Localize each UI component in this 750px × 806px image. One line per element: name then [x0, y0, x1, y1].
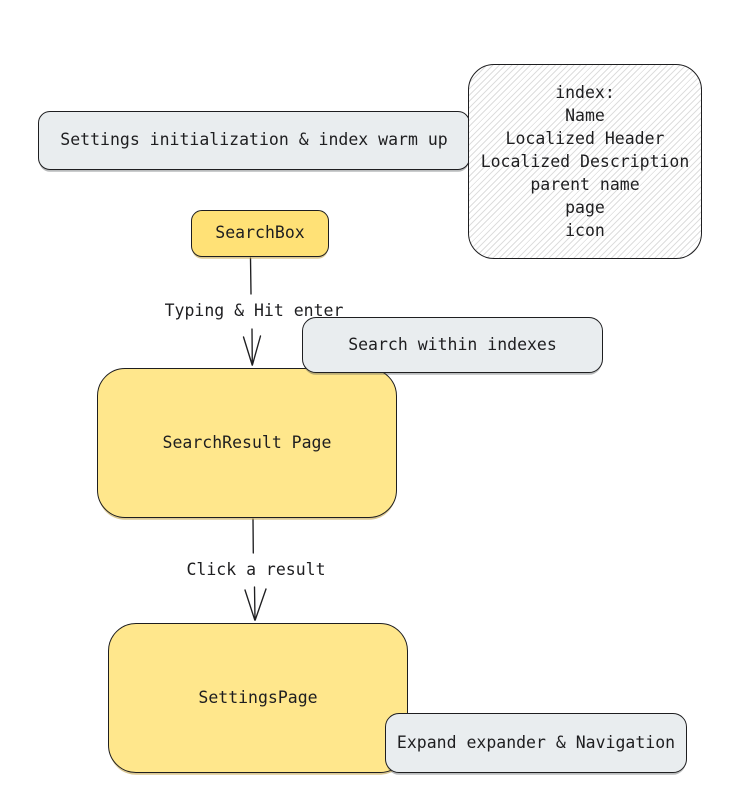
index-note-line: parent name: [530, 175, 640, 194]
index-note-line: Localized Header: [505, 129, 665, 148]
index-note-line: Name: [565, 106, 605, 125]
node-search-result-page-label: SearchResult Page: [162, 432, 332, 452]
node-settings-initialization-label: Settings initialization & index warm up: [60, 130, 448, 150]
node-search-result-page: SearchResult Page: [97, 368, 397, 518]
index-note-line: page: [565, 198, 605, 217]
index-fields-list: index: Name Localized Header Localized D…: [481, 81, 690, 242]
node-expand-expander-navigation: Expand expander & Navigation: [385, 713, 687, 773]
index-note-line: icon: [565, 221, 605, 240]
index-note-line: Localized Description: [480, 152, 690, 171]
arrow-searchresult-to-settingspage: [244, 518, 267, 621]
edge-label-typing-hit-enter: Typing & Hit enter: [164, 301, 344, 320]
edge-label-click-a-result: Click a result: [186, 560, 326, 579]
node-index-fields-note: index: Name Localized Header Localized D…: [468, 64, 702, 259]
node-settings-page-label: SettingsPage: [198, 687, 318, 707]
node-expand-expander-navigation-label: Expand expander & Navigation: [396, 732, 676, 752]
node-settings-page: SettingsPage: [108, 623, 408, 773]
index-note-line: index:: [555, 83, 615, 102]
node-settings-initialization: Settings initialization & index warm up: [38, 111, 470, 170]
node-search-box: SearchBox: [191, 210, 329, 257]
node-search-box-label: SearchBox: [215, 223, 305, 243]
arrow-searchbox-to-searchresult: [242, 257, 262, 366]
node-search-within-indexes: Search within indexes: [302, 317, 603, 373]
node-search-within-indexes-label: Search within indexes: [348, 334, 557, 354]
